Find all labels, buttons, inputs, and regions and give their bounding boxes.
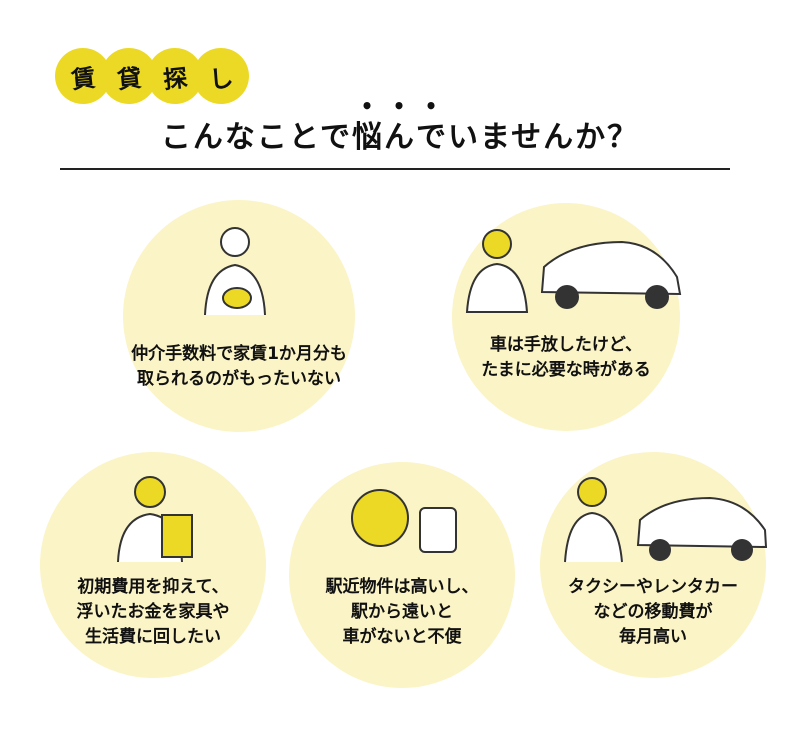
person-with-wallet-and-car-icon [564,477,768,563]
concern-text-4: 駅近物件は高いし、駅から遠いと車がないと不便 [325,577,479,647]
person-with-car-icon [465,229,682,313]
badge-char: し [190,45,252,107]
divider [60,168,730,170]
page-title: こんなことで悩んでいませんか？ [0,112,800,156]
person-with-train-icon [351,489,457,553]
concern-text-3: 初期費用を抑えて、浮いたお金を家具や生活費に回したい [76,577,230,647]
category-badge: 賃 貸 探 し [52,45,252,107]
concern-text-1: 仲介手数料で家賃1か月分も取られるのがもったいない [131,344,347,389]
concern-text-5: タクシーやレンタカーなどの移動費が毎月高い [568,577,738,647]
concern-text-2: 車は手放したけど、たまに必要な時がある [481,335,651,380]
person-with-calculator-icon [117,476,193,563]
person-with-wallet-icon [204,227,266,316]
